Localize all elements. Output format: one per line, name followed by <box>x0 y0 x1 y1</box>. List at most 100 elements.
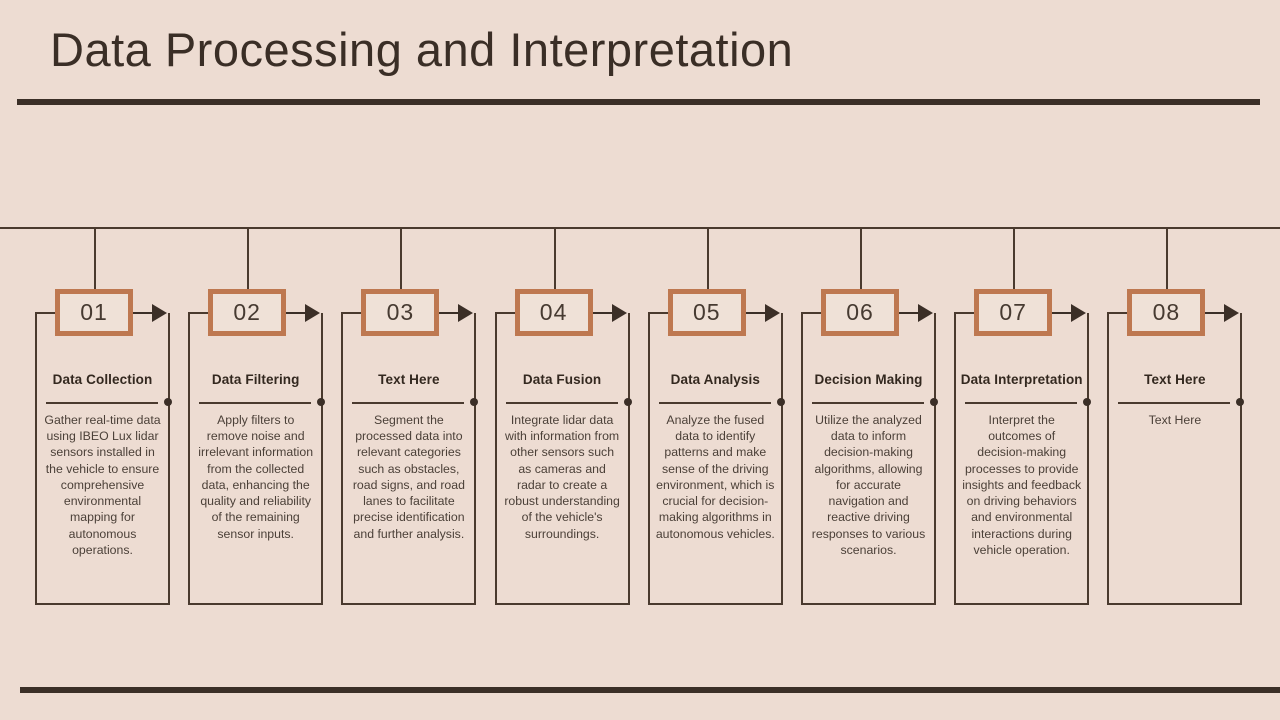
step-title-area: Decision Making <box>801 313 936 389</box>
step-title-area: Data Analysis <box>648 313 783 389</box>
step-title: Text Here <box>378 372 440 388</box>
step-title: Data Interpretation <box>960 372 1083 388</box>
step-description: Interpret the outcomes of decision-makin… <box>962 413 1082 557</box>
step-divider-row <box>801 396 938 410</box>
step-divider-line <box>505 402 618 404</box>
step-card-outline <box>801 313 936 605</box>
step-arrow-stem <box>133 312 154 314</box>
step-connector-dot <box>776 398 785 406</box>
step-arrow-stem <box>899 312 920 314</box>
step-hook-line <box>1107 312 1130 314</box>
step-number-box[interactable]: 04 <box>514 289 593 336</box>
step-number-box[interactable]: 06 <box>821 289 899 336</box>
step-number-box[interactable]: 03 <box>361 289 440 336</box>
step-description: Apply filters to remove noise and irrele… <box>198 413 314 541</box>
step-card-outline <box>1107 313 1243 605</box>
step-divider-line <box>199 402 312 404</box>
step-divider-row <box>341 396 479 410</box>
step-drop-line <box>94 227 96 291</box>
page-title: Data Processing and Interpretation <box>50 23 794 76</box>
step-arrow-icon <box>1224 304 1240 322</box>
step-number-box[interactable]: 07 <box>974 289 1053 336</box>
step-hook-line <box>647 312 670 314</box>
footer-divider-rule <box>20 687 1280 693</box>
step-connector-dot <box>164 398 172 406</box>
step-drop-line <box>1013 227 1016 291</box>
step-connector-dot <box>1083 398 1092 406</box>
step-title: Data Fusion <box>522 372 602 388</box>
step-arrow-stem <box>1205 312 1227 314</box>
step-card-outline <box>188 313 324 605</box>
step-arrow-icon <box>458 304 474 322</box>
step-drop-line <box>706 227 709 291</box>
step-title-area: Data Collection <box>35 313 170 389</box>
step-number-box[interactable]: 05 <box>667 289 746 336</box>
step-hook-line <box>801 312 823 314</box>
step-description: Gather real-time data using IBEO Lux lid… <box>44 413 161 557</box>
step-hook-line <box>188 312 211 314</box>
step-hook-line <box>35 312 57 314</box>
step-arrow-icon <box>305 304 321 322</box>
step-title: Data Filtering <box>211 372 300 388</box>
step-arrow-stem <box>592 312 614 314</box>
step-drop-line <box>1166 227 1169 291</box>
step-divider-row <box>954 396 1092 410</box>
step-arrow-icon <box>1071 304 1087 322</box>
step-description: Segment the processed data into relevant… <box>352 413 465 541</box>
step-title-area: Data Interpretation <box>954 313 1089 389</box>
step-connector-dot <box>930 398 938 406</box>
step-description: Text Here <box>1148 413 1202 427</box>
step-card-outline <box>647 313 783 605</box>
step-connector-dot <box>623 398 632 406</box>
step-number-box[interactable]: 02 <box>208 289 287 336</box>
step-card-outline <box>494 313 630 605</box>
step-divider-line <box>812 402 924 404</box>
step-number-box[interactable]: 08 <box>1127 289 1206 336</box>
step-divider-row <box>188 396 326 410</box>
step-drop-line <box>860 227 862 291</box>
step-number-box[interactable]: 01 <box>55 289 133 336</box>
header-divider-rule <box>17 99 1260 105</box>
step-title: Data Analysis <box>670 372 760 388</box>
step-arrow-icon <box>611 304 627 322</box>
step-description: Integrate lidar data with information fr… <box>504 413 620 541</box>
step-drop-line <box>553 227 556 291</box>
step-divider-line <box>965 402 1078 404</box>
step-hook-line <box>954 312 977 314</box>
step-hook-line <box>341 312 364 314</box>
step-arrow-icon <box>152 304 167 322</box>
step-title: Data Collection <box>52 372 153 388</box>
step-divider-line <box>352 402 465 404</box>
step-title-area: Text Here <box>1107 313 1242 389</box>
step-card-outline <box>954 313 1090 605</box>
step-divider-row <box>648 396 785 410</box>
step-description: Analyze the fused data to identify patte… <box>655 413 775 541</box>
step-title-area: Data Filtering <box>188 313 323 389</box>
step-title: Text Here <box>1144 372 1206 388</box>
step-divider-row <box>1107 396 1245 410</box>
step-arrow-stem <box>1052 312 1074 314</box>
step-drop-line <box>247 227 250 291</box>
step-connector-dot <box>1236 398 1245 406</box>
step-divider-line <box>1118 402 1231 404</box>
step-connector-dot <box>317 398 326 406</box>
step-arrow-icon <box>918 304 933 322</box>
step-card-outline <box>341 313 477 605</box>
step-arrow-stem <box>286 312 308 314</box>
